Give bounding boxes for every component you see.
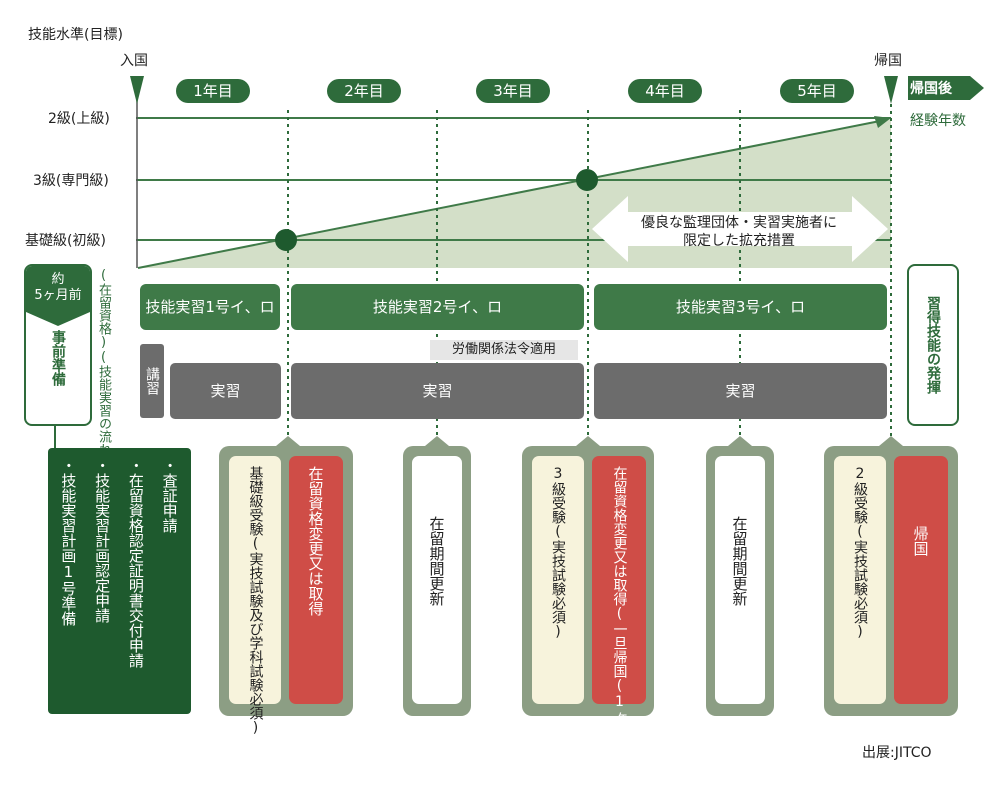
tab2-notch	[425, 436, 449, 446]
year5-exam-card: 2級受験(実技試験必須)	[834, 456, 886, 704]
y-axis-label: 技能水準(目標)	[28, 27, 123, 43]
labor-law-badge: 労働関係法令適用	[430, 340, 578, 360]
year-1-pill: 1年目	[176, 79, 250, 103]
training-no1-bar: 技能実習1号イ、ロ	[140, 284, 280, 330]
lecture-bar: 講習	[140, 344, 164, 418]
entry-marker	[130, 76, 144, 104]
year2-renew-text: 在留期間更新	[427, 516, 446, 606]
year4-renew-text: 在留期間更新	[730, 516, 749, 606]
prep-time-1: 約	[51, 272, 65, 287]
year4-event-tab: 在留期間更新	[706, 446, 774, 716]
return-label: 帰国	[874, 53, 902, 69]
tab1-notch	[276, 436, 300, 446]
year1-event-tab: 基礎級受験(実技試験及び学科試験必須) 在留資格変更又は取得	[219, 446, 353, 736]
year3-status-card: 在留資格変更又は取得(一旦帰国(1ヶ月以上))	[592, 456, 646, 798]
year5-exam-text: 2級受験(実技試験必須)	[852, 466, 868, 640]
year3-event-tab: 3級受験(実技試験必須) 在留資格変更又は取得(一旦帰国(1ヶ月以上))	[522, 446, 654, 798]
level3-milestone	[576, 169, 598, 191]
year5-event-tab: 2級受験(実技試験必須) 帰国	[824, 446, 958, 716]
year1-status-text: 在留資格変更又は取得	[306, 466, 325, 616]
year-4-pill: 4年目	[628, 79, 702, 103]
year3-exam-card: 3級受験(実技試験必須)	[532, 456, 584, 704]
prep-step-3: ・在留資格認定証明書交付申請	[126, 458, 145, 668]
status-flow-label: (在留資格)(技能実習の流れ)	[96, 268, 111, 471]
expansion-note-line2: 限定した拡充措置	[683, 233, 795, 249]
year1-exam-text: 基礎級受験(実技試験及び学科試験必須)	[247, 466, 264, 736]
prep-step-2: ・技能実習計画認定申請	[93, 458, 112, 623]
skill-training-flow-diagram: 技能水準(目標) 入国 帰国 帰国後 経験年数 1年目 2年目 3年目 4年目 …	[24, 27, 984, 798]
expansion-note: 優良な監理団体・実習実施者に 限定した拡充措置	[612, 214, 866, 250]
practice-bar-2: 実習	[291, 363, 584, 419]
year-2-pill: 2年目	[327, 79, 401, 103]
expansion-note-line1: 優良な監理団体・実習実施者に	[641, 215, 837, 231]
prep-time-pointer	[26, 312, 90, 326]
growth-line	[137, 120, 881, 269]
skill-use-label: 習得技能の発揮	[925, 296, 941, 394]
tab5-notch	[879, 436, 903, 446]
expansion-double-arrow	[592, 196, 888, 262]
after-return-label: 帰国後	[910, 81, 952, 97]
prep-card: 約 5ヶ月前 事前準備	[24, 264, 92, 426]
year5-return-text: 帰国	[911, 526, 930, 556]
year3-status-text: 在留資格変更又は取得(一旦帰国(1ヶ月以上))	[611, 466, 628, 798]
basic-level-label: 基礎級(初級)	[25, 233, 106, 249]
experience-years-label: 経験年数	[910, 113, 966, 129]
prep-time-header: 約 5ヶ月前	[26, 266, 90, 312]
year1-status-card: 在留資格変更又は取得	[289, 456, 343, 704]
prep-title: 事前準備	[50, 330, 66, 386]
year4-renew-card: 在留期間更新	[715, 456, 765, 704]
prep-time-2: 5ヶ月前	[34, 288, 82, 303]
source-credit: 出展:JITCO	[862, 745, 932, 761]
tab4-notch	[728, 436, 752, 446]
return-marker	[884, 76, 898, 104]
prep-step-1: ・技能実習計画1号準備	[59, 458, 78, 626]
year2-event-tab: 在留期間更新	[403, 446, 471, 716]
tab3-notch	[576, 436, 600, 446]
skill-use-card: 習得技能の発揮	[907, 264, 959, 426]
after-return-arrow	[908, 76, 984, 100]
practice-bar-3: 実習	[594, 363, 887, 419]
prep-step-4: ・査証申請	[160, 458, 179, 533]
level3-label: 3級(専門級)	[33, 173, 109, 189]
year5-return-card: 帰国	[894, 456, 948, 704]
training-no3-bar: 技能実習3号イ、ロ	[594, 284, 887, 330]
prep-steps-box: ・査証申請 ・在留資格認定証明書交付申請 ・技能実習計画認定申請 ・技能実習計画…	[48, 448, 191, 714]
year-3-pill: 3年目	[476, 79, 550, 103]
training-no2-bar: 技能実習2号イ、ロ	[291, 284, 584, 330]
practice-bar-1: 実習	[170, 363, 281, 419]
year1-exam-card: 基礎級受験(実技試験及び学科試験必須)	[229, 456, 281, 736]
year-5-pill: 5年目	[780, 79, 854, 103]
year3-exam-text: 3級受験(実技試験必須)	[550, 466, 566, 640]
year2-renew-card: 在留期間更新	[412, 456, 462, 704]
basic-level-milestone	[275, 229, 297, 251]
growth-arrowhead	[874, 116, 891, 128]
level2-label: 2級(上級)	[48, 111, 110, 127]
entry-label: 入国	[120, 53, 148, 69]
